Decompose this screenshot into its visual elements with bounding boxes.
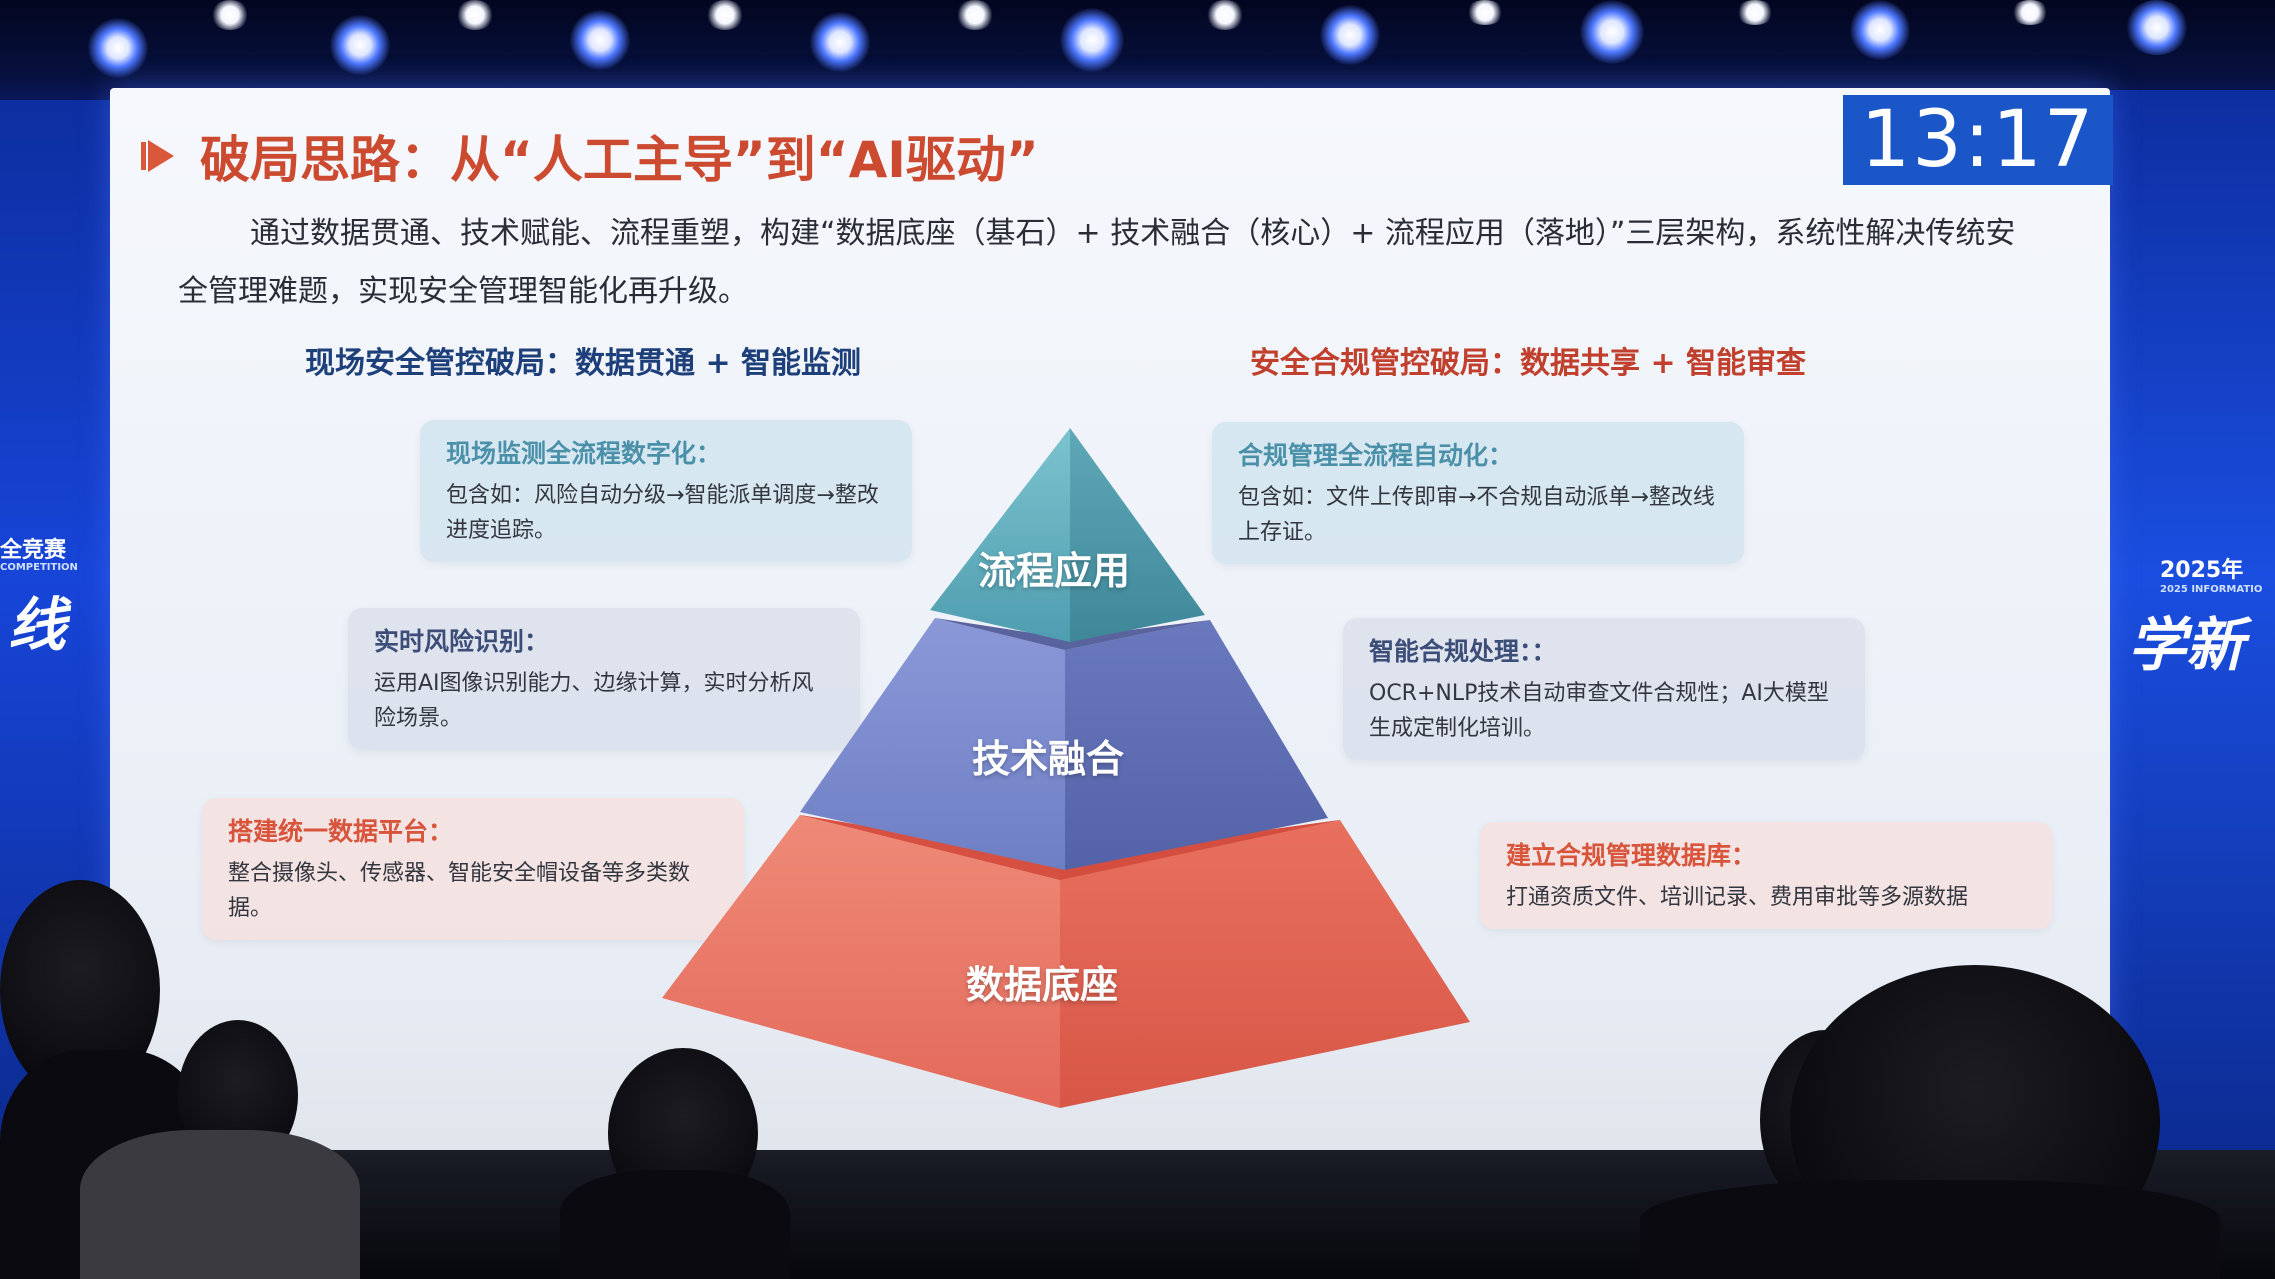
stage-light — [810, 12, 870, 72]
pyramid-top-left-face — [930, 428, 1070, 642]
card-heading: 合规管理全流程自动化： — [1238, 441, 1514, 470]
stage-light — [1060, 8, 1124, 72]
card-heading: 实时风险识别： — [374, 627, 550, 656]
pyramid-label-middle: 技术融合 — [972, 737, 1125, 781]
subtitle-left: 现场安全管控破局：数据贯通 + 智能监测 — [305, 346, 862, 381]
stage-light — [88, 18, 148, 78]
side-text-right-1: 2025年 — [2160, 558, 2244, 583]
pyramid-label-bottom: 数据底座 — [966, 963, 1119, 1007]
card-heading: 智能合规处理：： — [1369, 637, 1557, 666]
stage-light — [1735, 0, 1775, 25]
pyramid-bottom-left-face — [662, 815, 1060, 1108]
stage-light — [1850, 0, 1910, 60]
stage-light — [330, 15, 390, 75]
card-body: 运用AI图像识别能力、边缘计算，实时分析风险场景。 — [374, 671, 814, 731]
stage-light — [1205, 0, 1245, 30]
card-body: 包含如：风险自动分级→智能派单调度→整改进度追踪。 — [446, 483, 879, 543]
stage-light — [210, 0, 250, 30]
card-body: 包含如：文件上传即审→不合规自动派单→整改线上存证。 — [1238, 485, 1715, 545]
title-arrow-icon — [148, 140, 174, 172]
side-text-left-1: 全竞赛 — [0, 538, 67, 563]
card-left-tech: 实时风险识别： 运用AI图像识别能力、边缘计算，实时分析风险场景。 — [348, 608, 860, 750]
subtitle-right: 安全合规管控破局：数据共享 + 智能审查 — [1250, 346, 1807, 381]
slide-title: 破局思路：从“人工主导”到“AI驱动” — [200, 131, 1039, 189]
stage-light — [2125, 0, 2189, 55]
pyramid-label-top: 流程应用 — [978, 549, 1131, 593]
stage-light — [455, 0, 495, 30]
audience-body — [560, 1170, 790, 1279]
card-heading: 现场监测全流程数字化： — [446, 439, 722, 468]
title-marker-bar — [141, 142, 146, 170]
stage-light — [1580, 0, 1644, 64]
card-right-process: 合规管理全流程自动化： 包含如：文件上传即审→不合规自动派单→整改线上存证。 — [1212, 422, 1744, 564]
audience-body — [80, 1130, 360, 1279]
side-text-left-3: 线 — [8, 591, 67, 659]
side-text-right-3: 学新 — [2128, 611, 2245, 679]
card-heading: 搭建统一数据平台： — [228, 817, 454, 846]
pyramid-bottom-right-face — [1060, 820, 1470, 1108]
side-text-left-2: COMPETITION — [0, 562, 78, 573]
card-body: OCR+NLP技术自动审查文件合规性；AI大模型生成定制化培训。 — [1369, 681, 1829, 741]
stage-light — [570, 10, 630, 70]
pyramid-diagram — [662, 428, 1470, 1108]
card-heading: 建立合规管理数据库： — [1506, 841, 1757, 870]
stage-light — [1465, 0, 1505, 25]
audience-body — [1640, 1180, 2220, 1279]
countdown-clock: 13:17 — [1843, 95, 2113, 185]
card-body: 整合摄像头、传感器、智能安全帽设备等多类数据。 — [228, 861, 691, 921]
stage-light — [705, 0, 745, 30]
card-left-data: 搭建统一数据平台： 整合摄像头、传感器、智能安全帽设备等多类数据。 — [202, 798, 744, 940]
card-right-data: 建立合规管理数据库： 打通资质文件、培训记录、费用审批等多源数据 — [1480, 822, 2052, 929]
pyramid-middle-left-face — [800, 618, 1065, 870]
pyramid-top-right-face — [1070, 428, 1205, 642]
stage-light — [955, 0, 995, 30]
stage-light — [1320, 5, 1380, 65]
slide-intro: 通过数据贯通、技术赋能、流程重塑，构建“数据底座（基石）+ 技术融合（核心）+ … — [178, 216, 2016, 309]
pyramid-middle-top-band — [935, 618, 1210, 650]
card-left-process: 现场监测全流程数字化： 包含如：风险自动分级→智能派单调度→整改进度追踪。 — [420, 420, 912, 562]
card-right-tech: 智能合规处理：： OCR+NLP技术自动审查文件合规性；AI大模型生成定制化培训… — [1343, 618, 1865, 760]
card-body: 打通资质文件、培训记录、费用审批等多源数据 — [1506, 885, 1969, 910]
side-text-right-2: 2025 INFORMATIO — [2160, 584, 2263, 595]
pyramid-middle-right-face — [1065, 620, 1328, 870]
side-led-wall-right: 2025年 2025 INFORMATIO 学新 — [2110, 90, 2275, 1170]
stage-light — [2010, 0, 2050, 25]
